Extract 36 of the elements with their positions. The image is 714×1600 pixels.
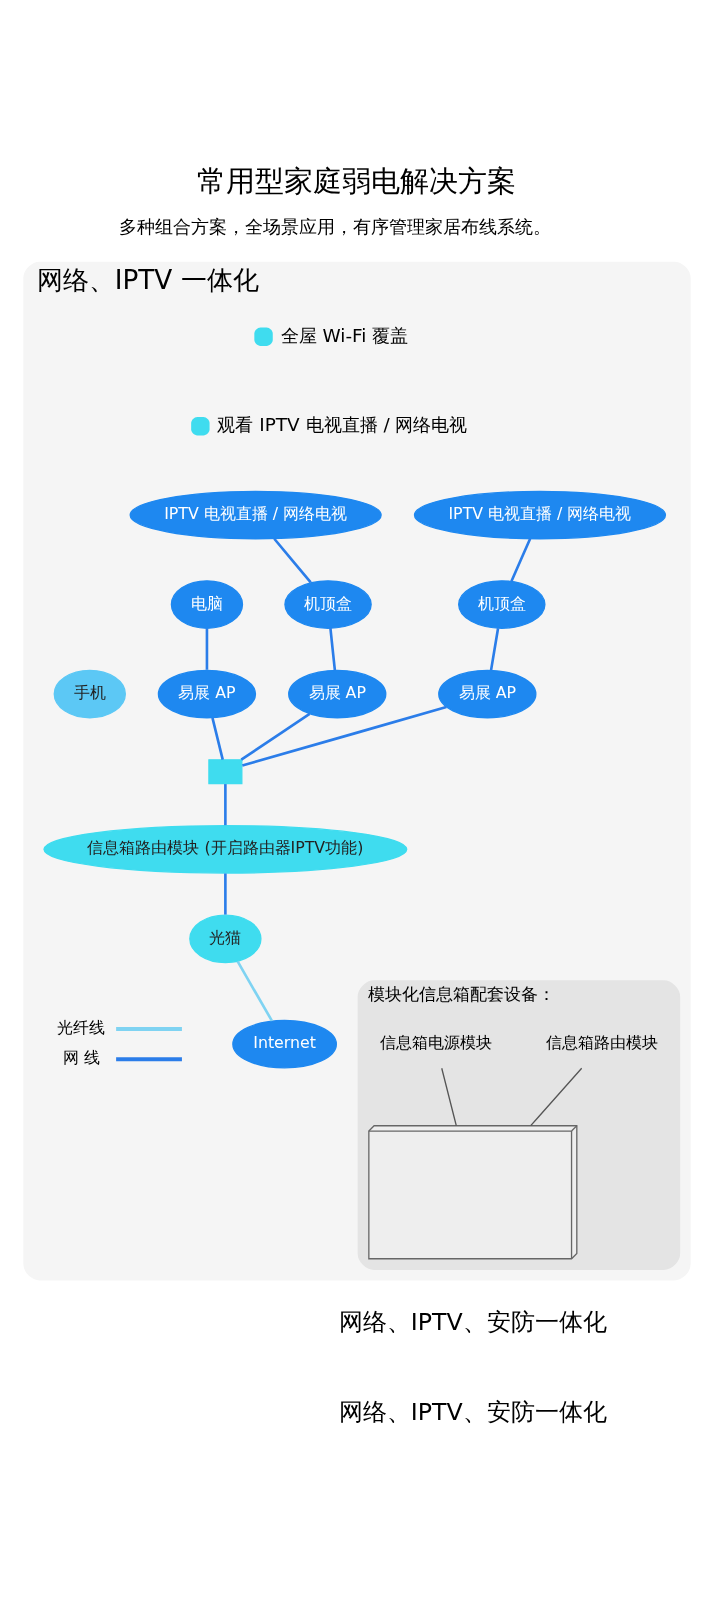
connector [224,873,227,915]
connector [236,960,274,1022]
connector [242,705,447,767]
legend-label: 网 线 [62,1048,100,1068]
connector [441,1067,457,1127]
diagram-title: 常用型家庭弱电解决方案 [197,163,517,198]
connector [273,537,312,584]
node-ellipse: 易展 AP [157,669,257,719]
connector [211,717,224,760]
connector [240,712,311,761]
node-ellipse: 易展 AP [438,669,537,719]
node-ellipse: IPTV 电视直播 / 网络电视 [413,490,667,540]
connector [205,628,209,670]
node-ellipse: 机顶盒 [284,580,372,629]
connector [224,784,227,826]
node-ellipse: 易展 AP [288,669,387,719]
node-ellipse: Internet [232,1019,337,1069]
legend-label: 光纤线 [56,1018,105,1038]
label: 多种组合方案，全场景应用，有序管理家居布线系统。 [118,215,551,237]
label: 全屋 Wi-Fi 覆盖 [280,324,409,346]
connector [530,1067,583,1127]
label: 观看 IPTV 电视直播 / 网络电视 [217,414,468,436]
node-text: 信息箱路由模块 [545,1033,658,1053]
node-ellipse: 信息箱路由模块 (开启路由器IPTV功能) [43,825,408,874]
node-ellipse: IPTV 电视直播 / 网络电视 [129,490,382,540]
node-ellipse: 光猫 [189,914,262,964]
label: 网络、IPTV、安防一体化 [338,1308,607,1337]
label: 网络、IPTV、安防一体化 [338,1397,607,1426]
node-box [208,759,243,785]
node-text: 信息箱电源模块 [379,1033,492,1053]
node-ellipse: 机顶盒 [458,580,546,629]
connector [510,538,532,582]
connector [489,628,500,671]
connector [329,628,337,671]
node-ellipse: 电脑 [170,580,244,629]
node-ellipse: 手机 [53,669,126,719]
